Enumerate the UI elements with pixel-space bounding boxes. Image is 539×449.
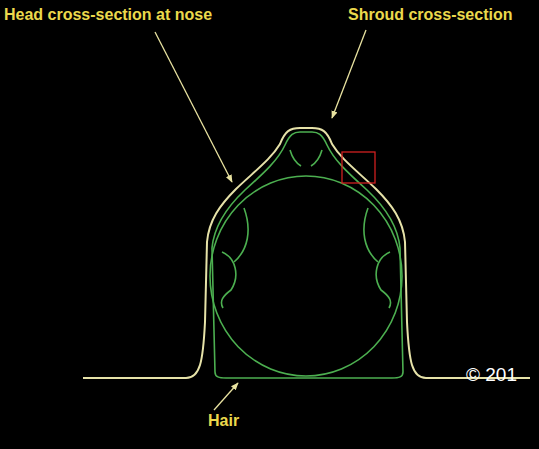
copyright-watermark: © 201 xyxy=(466,364,517,386)
highlight-box xyxy=(342,152,375,183)
head-outline xyxy=(210,132,403,378)
shroud-label: Shroud cross-section xyxy=(348,6,512,24)
shroud-outline xyxy=(83,128,530,378)
head-label: Head cross-section at nose xyxy=(4,6,212,24)
hair-label: Hair xyxy=(208,412,239,430)
leader-lines xyxy=(155,30,366,410)
